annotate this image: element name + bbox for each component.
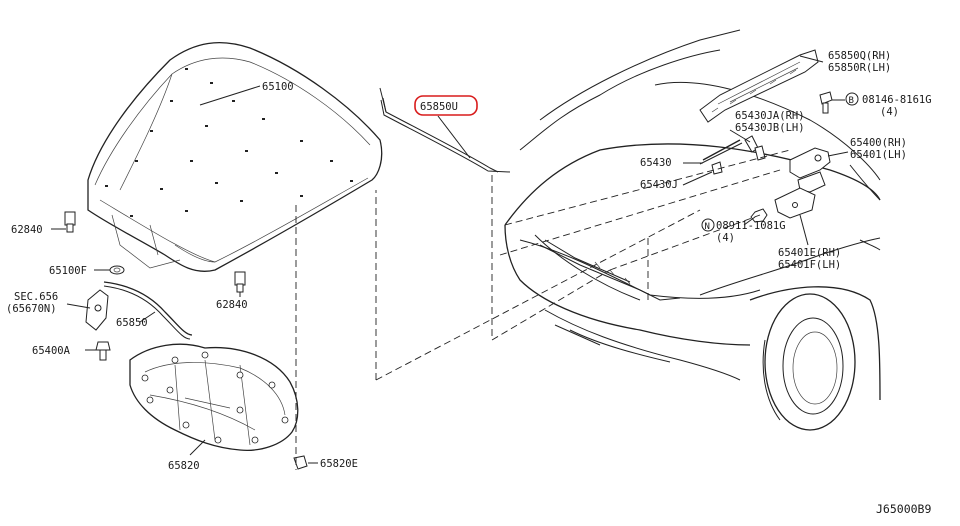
nut-symbol-n-icon <box>701 218 715 232</box>
nut-symbol-letter: N <box>705 222 710 232</box>
label-bolt-qty: (4) <box>880 106 899 118</box>
label-nut[interactable]: 08911-1081G <box>716 220 786 232</box>
callout-labels: 65100 65850U 65850Q(RH) 65850R(LH) B 081… <box>6 50 932 516</box>
clip-65820e[interactable] <box>293 455 308 470</box>
bumper-62840-left[interactable] <box>64 211 76 233</box>
label-insulator[interactable]: 65820 <box>168 460 200 472</box>
hinge-bracket[interactable] <box>774 187 816 219</box>
grommet-65100f[interactable] <box>109 265 125 275</box>
label-grommet[interactable]: 65100F <box>49 265 87 277</box>
hood-hinge[interactable] <box>789 147 831 193</box>
bumper-62840-right[interactable] <box>234 271 246 293</box>
release-cable-65850[interactable] <box>103 281 193 340</box>
label-bolt-a[interactable]: 65400A <box>32 345 71 357</box>
hood-stay-bracket[interactable] <box>744 135 766 161</box>
bolt-symbol-letter: B <box>849 96 854 106</box>
label-cable[interactable]: 65850 <box>116 317 148 329</box>
label-hinge-lh[interactable]: 65401(LH) <box>850 149 907 161</box>
hood-panel[interactable] <box>87 42 383 272</box>
label-hood[interactable]: 65100 <box>262 81 294 93</box>
label-bracket-lh[interactable]: 65401F(LH) <box>778 259 841 271</box>
label-rod-clip[interactable]: 65430J <box>640 179 678 191</box>
bolt-08146[interactable] <box>819 91 833 114</box>
label-nut-qty: (4) <box>716 232 735 244</box>
hood-lock-latch[interactable] <box>85 289 109 331</box>
label-clip[interactable]: 65820E <box>320 458 358 470</box>
leader-lines <box>51 55 849 464</box>
label-bumper-right[interactable]: 62840 <box>216 299 248 311</box>
diagram-code: J65000B9 <box>876 502 931 516</box>
label-bumper-left[interactable]: 62840 <box>11 224 43 236</box>
label-sec-ref[interactable]: SEC.656 <box>14 291 58 303</box>
cowl-hinge-upper[interactable] <box>699 49 819 123</box>
label-stay-rh[interactable]: 65430JA(RH) <box>735 110 805 122</box>
label-rod[interactable]: 65430 <box>640 157 672 169</box>
vehicle-front-body <box>504 29 881 431</box>
highlight-ring <box>414 95 478 116</box>
hood-insulator-65820[interactable] <box>129 343 299 451</box>
hood-seal-strip[interactable] <box>379 87 511 173</box>
label-bracket-rh[interactable]: 65401E(RH) <box>778 247 841 259</box>
label-hinge-rh-top[interactable]: 65850Q(RH) <box>828 50 891 62</box>
label-sec-ref-part[interactable]: (65670N) <box>6 303 57 315</box>
label-bolt[interactable]: 08146-8161G <box>862 94 932 106</box>
hood-support-rod[interactable] <box>699 139 743 175</box>
bolt-symbol-b-icon <box>845 92 859 106</box>
label-hinge-rh[interactable]: 65400(RH) <box>850 137 907 149</box>
label-stay-lh[interactable]: 65430JB(LH) <box>735 122 805 134</box>
bolt-65400a[interactable] <box>95 341 111 361</box>
label-hinge-lh-top[interactable]: 65850R(LH) <box>828 62 891 74</box>
guide-lines <box>295 149 791 470</box>
label-seal[interactable]: 65850U <box>420 101 458 113</box>
